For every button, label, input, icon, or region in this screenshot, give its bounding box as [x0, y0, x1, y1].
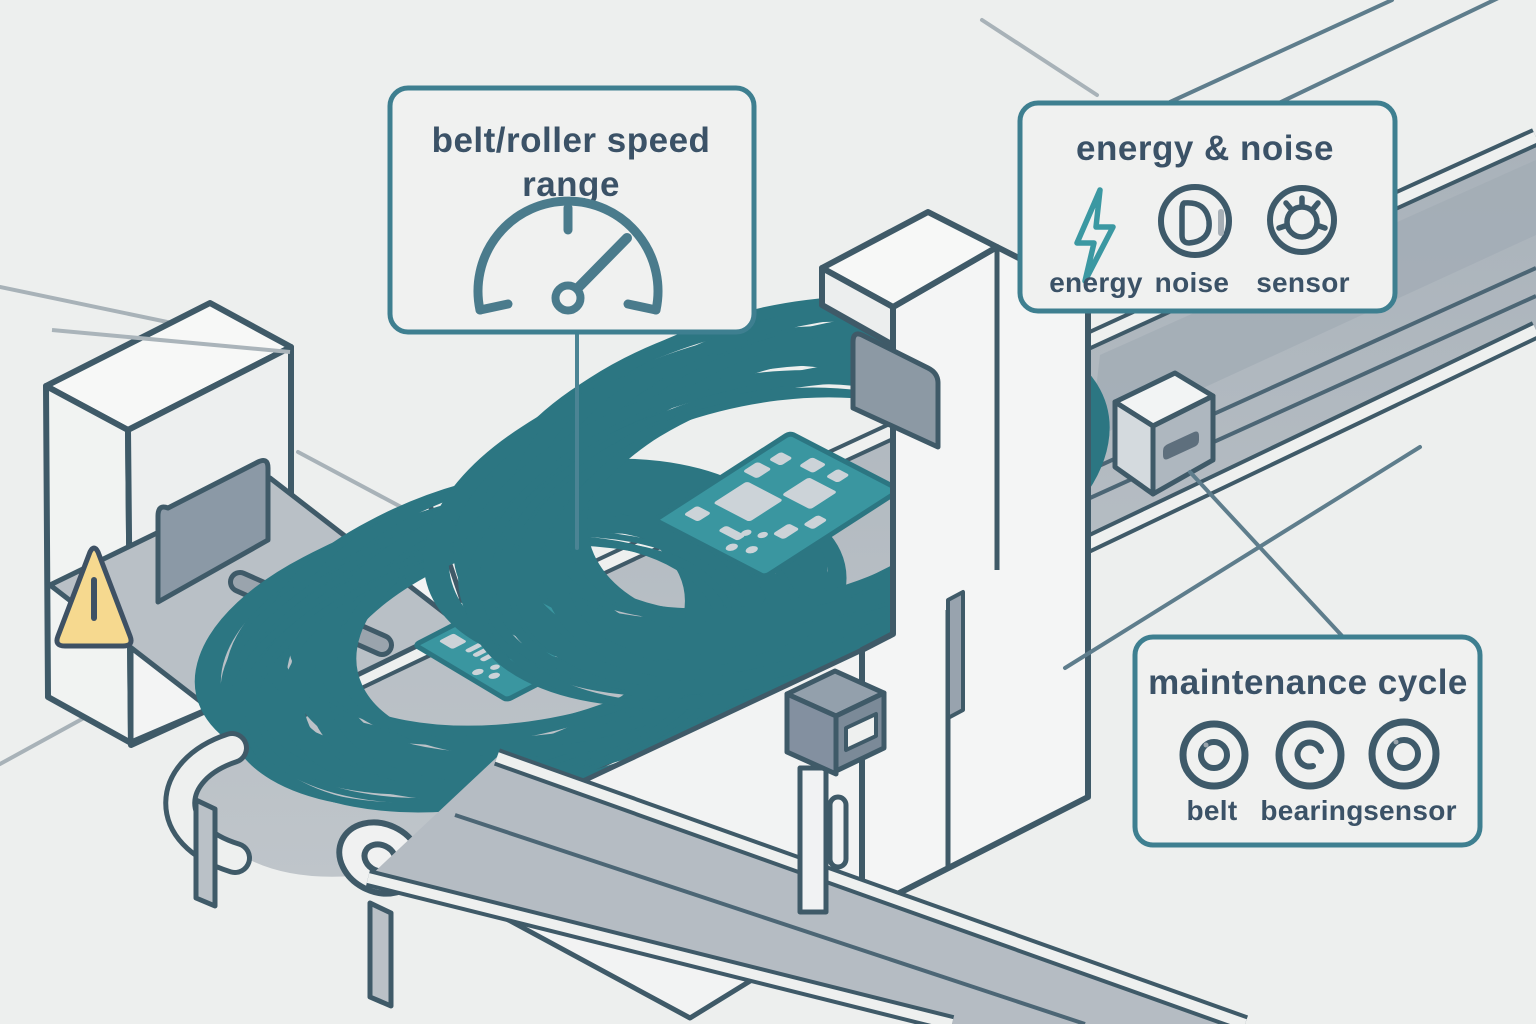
energy-label: energy — [1049, 267, 1143, 298]
sensor-gear-icon — [1267, 185, 1337, 255]
belt-ring-icon — [1179, 720, 1249, 790]
energy-noise-callout: energy & noise energy noise sensor — [1017, 100, 1398, 314]
sensor-label: sensor — [1256, 267, 1350, 298]
conveyor-legs — [193, 797, 394, 1009]
energy-noise-title: energy & noise — [1076, 129, 1334, 168]
bearing-ring-icon — [1275, 720, 1345, 790]
speed-callout-title-line1: belt/roller speed — [432, 121, 711, 160]
rail-sensor-box — [1112, 370, 1216, 497]
warning-triangle-icon — [54, 545, 134, 649]
circuit-board-2 — [655, 433, 900, 577]
speed-callout: belt/roller speed range — [387, 85, 757, 335]
middle-scanner-gantry — [819, 209, 1091, 915]
noise-label: noise — [1155, 267, 1230, 298]
gantry-tunnel-opening — [850, 331, 941, 450]
noise-icon — [1158, 184, 1232, 258]
machine-tunnel-opening — [155, 458, 271, 605]
maintenance-belt-label: belt — [1187, 795, 1238, 826]
maintenance-leader-line — [1188, 470, 1346, 640]
sensor-head-icon — [784, 668, 887, 777]
maintenance-sensor-label: sensor — [1363, 795, 1457, 826]
sensor-ring-icon — [1368, 718, 1440, 790]
leader-lines — [575, 332, 1422, 670]
post-sensor — [784, 668, 887, 915]
maintenance-bearing-label: bearing — [1260, 795, 1363, 826]
maintenance-callout: maintenance cycle belt bearing sensor — [1132, 634, 1483, 848]
gauge-icon — [473, 196, 663, 315]
maintenance-title: maintenance cycle — [1148, 663, 1468, 702]
lightning-icon — [1074, 187, 1116, 284]
